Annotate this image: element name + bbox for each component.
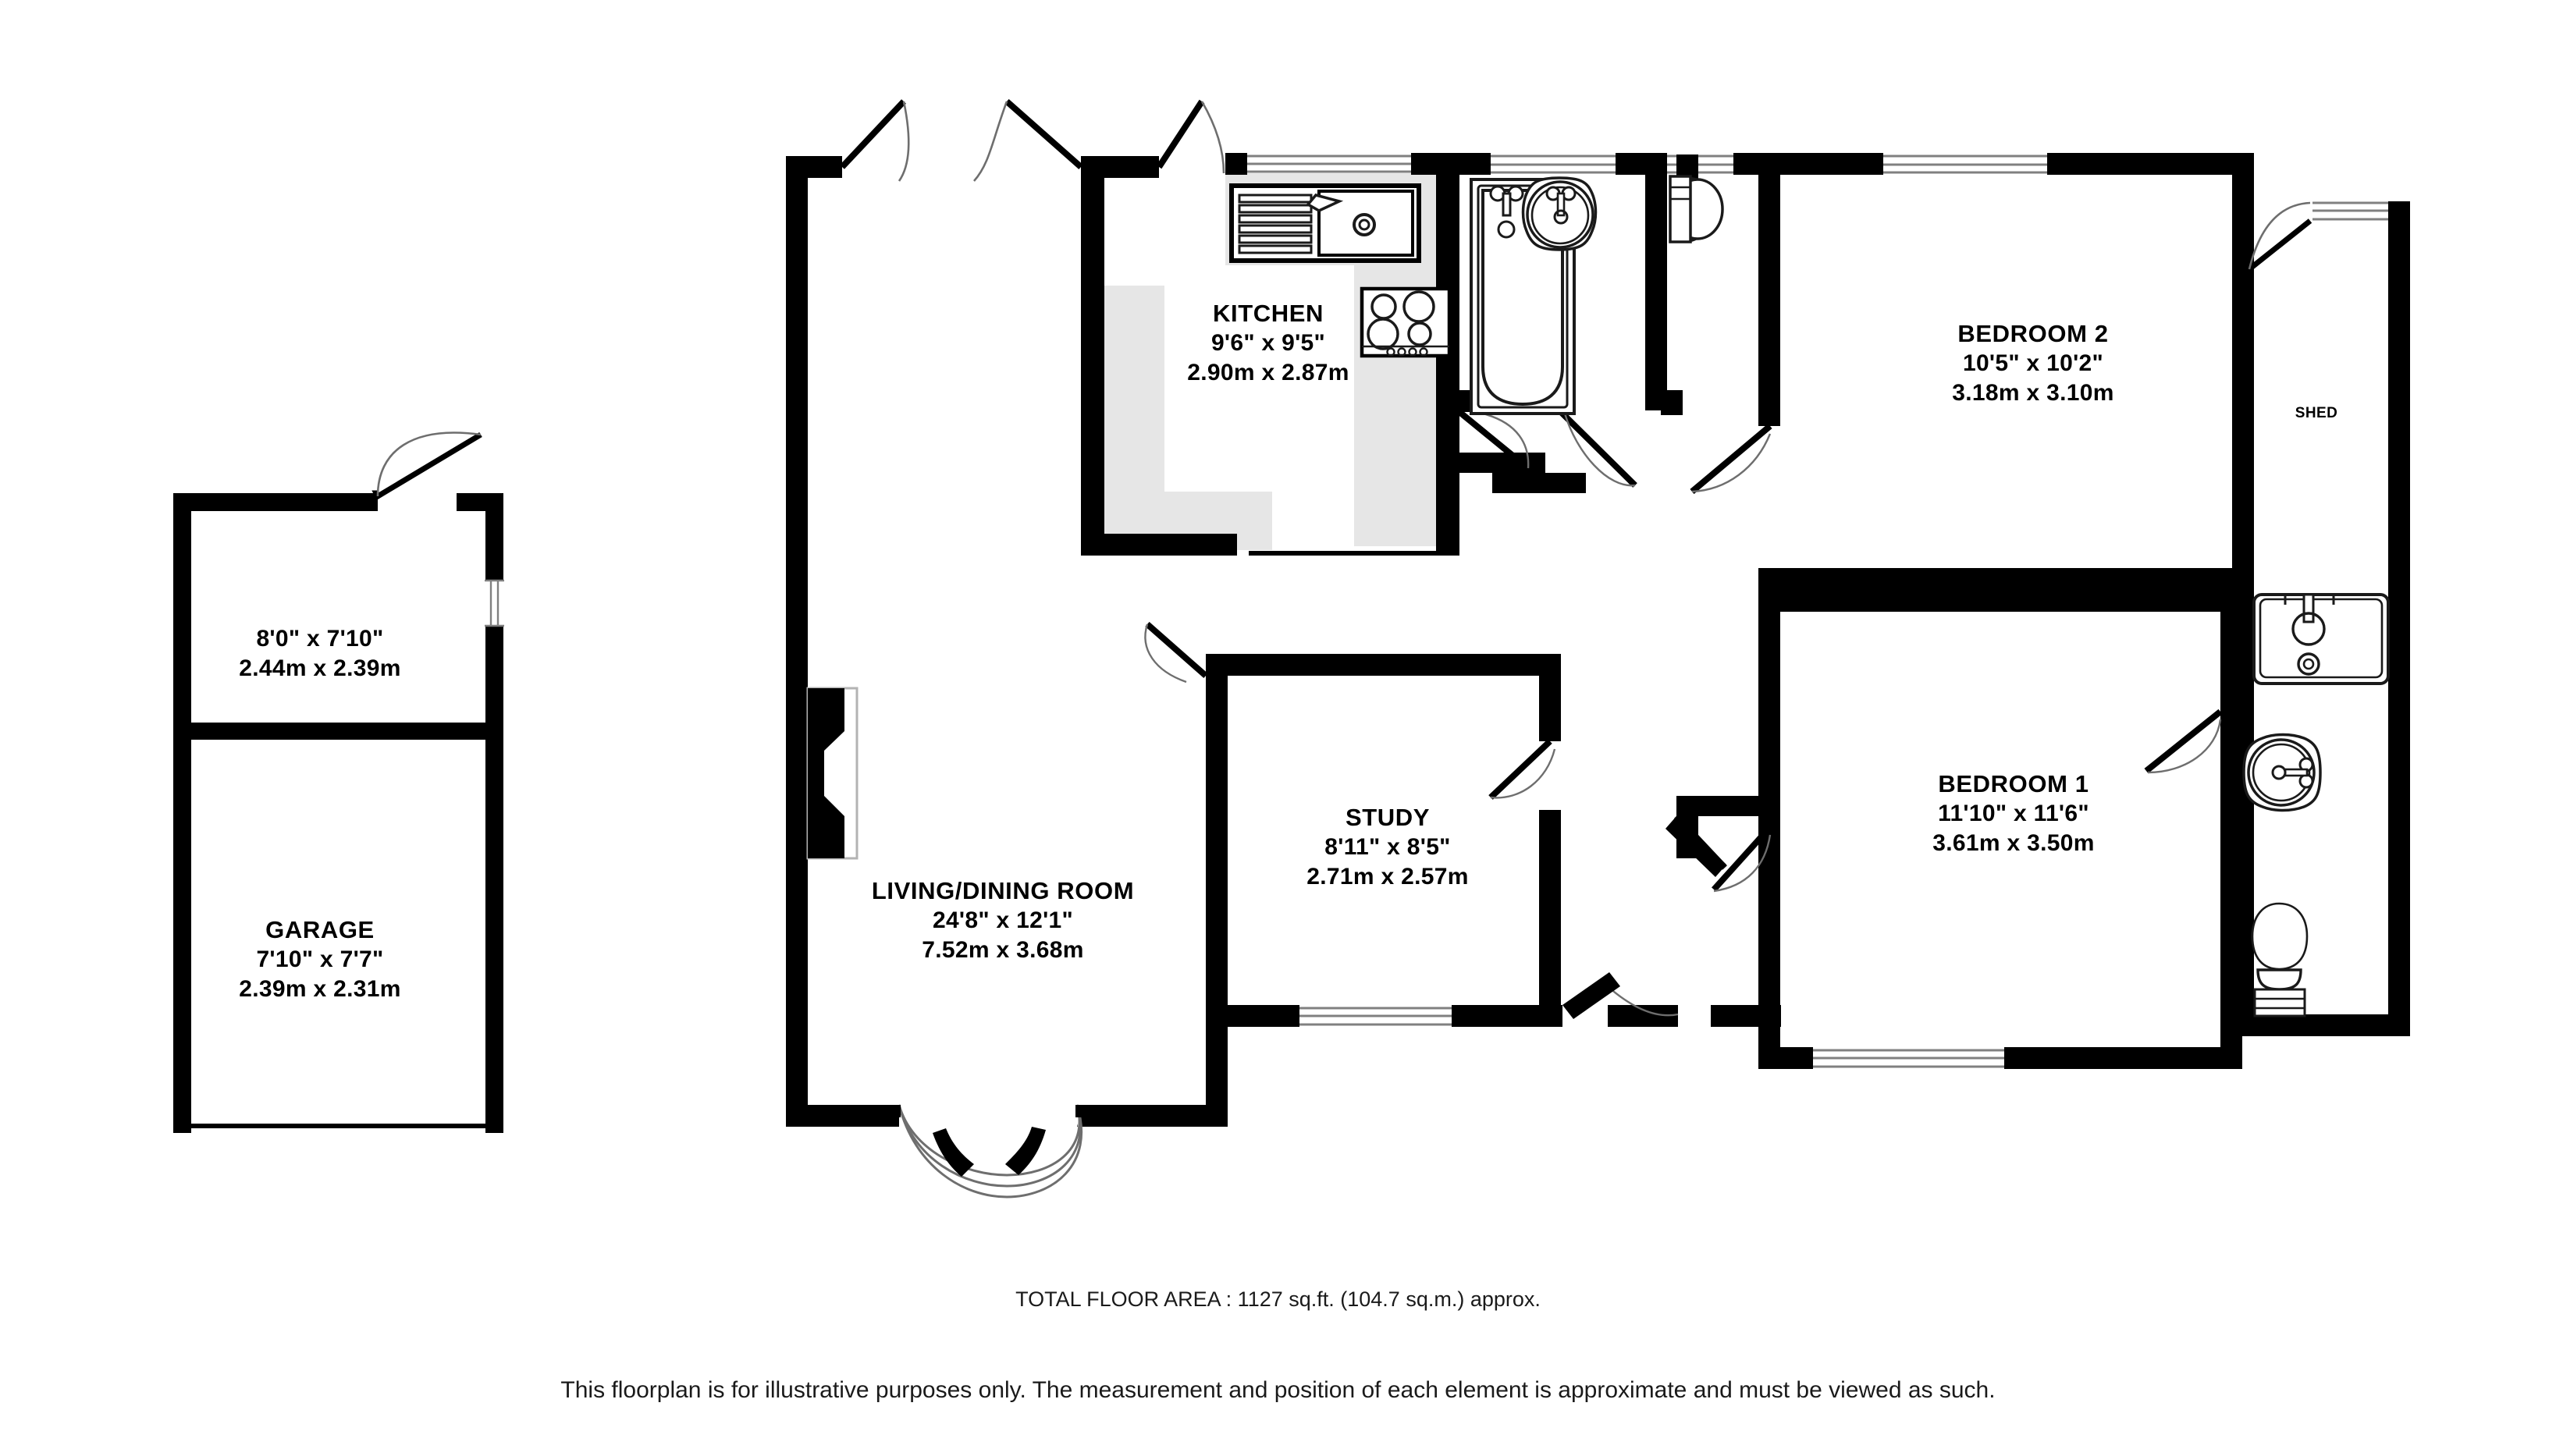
room-dim-metric-outbuilding-store: 2.44m x 2.39m (239, 655, 401, 681)
room-dim-metric-bedroom-2: 3.18m x 3.10m (1952, 379, 2114, 406)
room-name-study: STUDY (1345, 804, 1431, 831)
room-label-outbuilding-store: 8'0" x 7'10" 2.44m x 2.39m (239, 624, 400, 684)
living-bay-window (890, 1104, 1086, 1199)
room-name-bedroom-2: BEDROOM 2 (1957, 320, 2109, 347)
room-dim-metric-garage: 2.39m x 2.31m (239, 975, 401, 1002)
shed-door-swing (2247, 201, 2312, 272)
kitchen-sink (1229, 183, 1421, 263)
room-dim-metric-kitchen: 2.90m x 2.87m (1187, 359, 1349, 385)
room-dim-imperial-bedroom-2: 10'5" x 10'2" (1962, 350, 2104, 377)
bathroom-basin (1521, 176, 1598, 251)
front-door-swings (840, 99, 1225, 182)
ensuite-shower (2252, 593, 2390, 685)
hall-wall-stubs (1436, 473, 1586, 493)
room-dim-imperial-garage: 7'10" x 7'7" (256, 946, 384, 973)
hall-angled-walls (1562, 816, 1726, 1019)
room-name-kitchen: KITCHEN (1213, 300, 1324, 327)
room-label-living-dining-room: LIVING/DINING ROOM 24'8" x 12'1" 7.52m x… (872, 875, 1134, 965)
room-label-garage: GARAGE 7'10" x 7'7" 2.39m x 2.31m (239, 914, 400, 1004)
living-fireplace (806, 687, 859, 860)
room-label-study: STUDY 8'11" x 8'5" 2.71m x 2.57m (1306, 802, 1468, 892)
bedroom1-window (1813, 1049, 2004, 1068)
shed-window (2312, 201, 2389, 221)
room-label-bedroom-1: BEDROOM 1 11'10" x 11'6" 3.61m x 3.50m (1932, 769, 2094, 858)
room-label-bedroom-2: BEDROOM 2 10'5" x 10'2" 3.18m x 3.10m (1952, 318, 2113, 408)
garage-door-swing (371, 431, 482, 500)
room-name-shed: SHED (2295, 405, 2338, 421)
ensuite-basin (2242, 733, 2322, 812)
bathroom-window (1491, 154, 1616, 174)
room-dim-imperial-kitchen: 9'6" x 9'5" (1210, 330, 1326, 357)
room-dim-metric-living-dining-room: 7.52m x 3.68m (922, 936, 1084, 963)
main-building-walls (786, 153, 2410, 1127)
room-dim-imperial-living-dining-room: 24'8" x 12'1" (932, 907, 1074, 934)
room-dim-imperial-bedroom-1: 11'10" x 11'6" (1938, 801, 2089, 827)
disclaimer-text: This floorplan is for illustrative purpo… (560, 1377, 1996, 1403)
garage-outbuilding-walls (173, 431, 504, 1133)
room-name-bedroom-1: BEDROOM 1 (1938, 770, 2089, 797)
study-window (1299, 1007, 1452, 1026)
ensuite-wc (2251, 902, 2309, 1017)
room-label-shed: SHED (2295, 404, 2337, 423)
room-dim-imperial-outbuilding-store: 8'0" x 7'10" (256, 626, 384, 652)
room-dim-metric-bedroom-1: 3.61m x 3.50m (1932, 829, 2095, 856)
room-name-garage: GARAGE (265, 916, 375, 943)
room-label-kitchen: KITCHEN 9'6" x 9'5" 2.90m x 2.87m (1187, 298, 1349, 388)
room-dim-metric-study: 2.71m x 2.57m (1306, 863, 1469, 890)
bedroom2-window (1883, 154, 2047, 174)
total-floor-area-text: TOTAL FLOOR AREA : 1127 sq.ft. (104.7 sq… (1015, 1287, 1541, 1311)
bathroom-wc (1669, 175, 1724, 243)
room-name-living-dining-room: LIVING/DINING ROOM (871, 877, 1135, 904)
kitchen-window (1247, 154, 1411, 173)
garage-window-vertical (485, 579, 504, 627)
room-dim-imperial-study: 8'11" x 8'5" (1324, 834, 1451, 861)
kitchen-hob (1360, 286, 1452, 358)
